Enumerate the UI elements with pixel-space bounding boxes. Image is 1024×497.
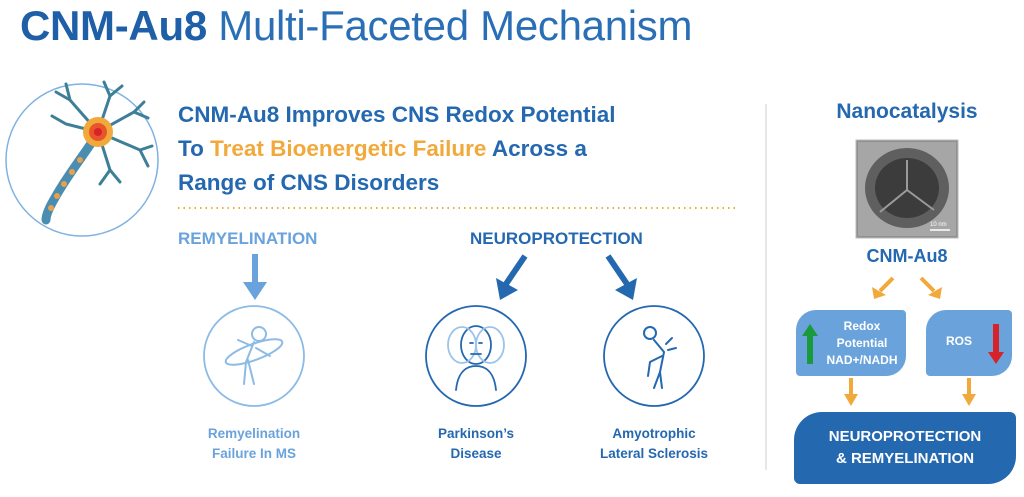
redox-line: Potential [836,336,888,350]
arrow-down-red-icon [988,324,1004,364]
neuron-illustration [5,80,159,237]
redox-potential-box: Redox Potential NAD+/NADH [796,310,906,376]
arrow-orange-down-2-icon [962,378,976,406]
redox-text: Redox Potential NAD+/NADH [822,318,902,369]
headline-highlight: Treat Bioenergetic Failure [210,136,487,161]
ros-box: ROS [926,310,1012,376]
main-headline: CNM-Au8 Improves CNS Redox Potential To … [178,98,738,200]
caption-line: Amyotrophic [612,426,696,441]
arrow-orange-left-icon [872,276,895,299]
particle-label: CNM-Au8 [866,246,948,266]
headline-prefix: To [178,136,211,161]
headline-line-3: Range of CNS Disorders [178,170,440,195]
remyelination-label: REMYELINATION [178,229,318,248]
parkinsons-caption: Parkinson’s Disease [406,424,546,464]
title-brand: CNM-Au8 [20,2,207,49]
result-box: NEUROPROTECTION & REMYELINATION [794,412,1016,484]
headline-line-1: CNM-Au8 Improves CNS Redox Potential [178,102,616,127]
result-line-1: NEUROPROTECTION [828,428,982,445]
als-caption: Amyotrophic Lateral Sclerosis [580,424,728,464]
scale-bar-label: 10 nm [930,222,947,228]
nanoparticle-image [855,139,959,239]
als-figure-icon [603,305,705,407]
caption-line: Lateral Sclerosis [599,446,709,461]
neuroprotection-label: NEUROPROTECTION [470,229,643,248]
headline-suffix: Across a [486,136,587,161]
caption-line: Failure In MS [211,446,296,461]
caption-line: Disease [450,446,502,461]
parkinsons-face-icon [425,305,527,407]
caption-line: Parkinson’s [437,426,515,441]
arrow-right-down-icon [605,254,637,300]
remyelination-caption: Remyelination Failure In MS [184,424,324,464]
arrow-down-icon [243,254,267,300]
arrow-orange-down-1-icon [844,378,858,406]
redox-line: NAD+/NADH [826,353,898,367]
title-rest: Multi-Faceted Mechanism [206,2,693,49]
nanocatalysis-title: Nanocatalysis [836,100,978,123]
arrow-orange-right-icon [919,276,942,299]
caption-line: Remyelination [207,426,301,441]
headline-line-2: To Treat Bioenergetic Failure Across a [178,132,738,166]
result-line-2: & REMYELINATION [835,450,975,467]
remyelination-figure-icon [203,305,305,407]
arrow-left-down-icon [496,254,528,300]
arrow-up-icon [802,324,818,364]
ros-label: ROS [946,334,973,348]
redox-line: Redox [843,319,881,333]
page-title: CNM-Au8 Multi-Faceted Mechanism [20,2,692,50]
